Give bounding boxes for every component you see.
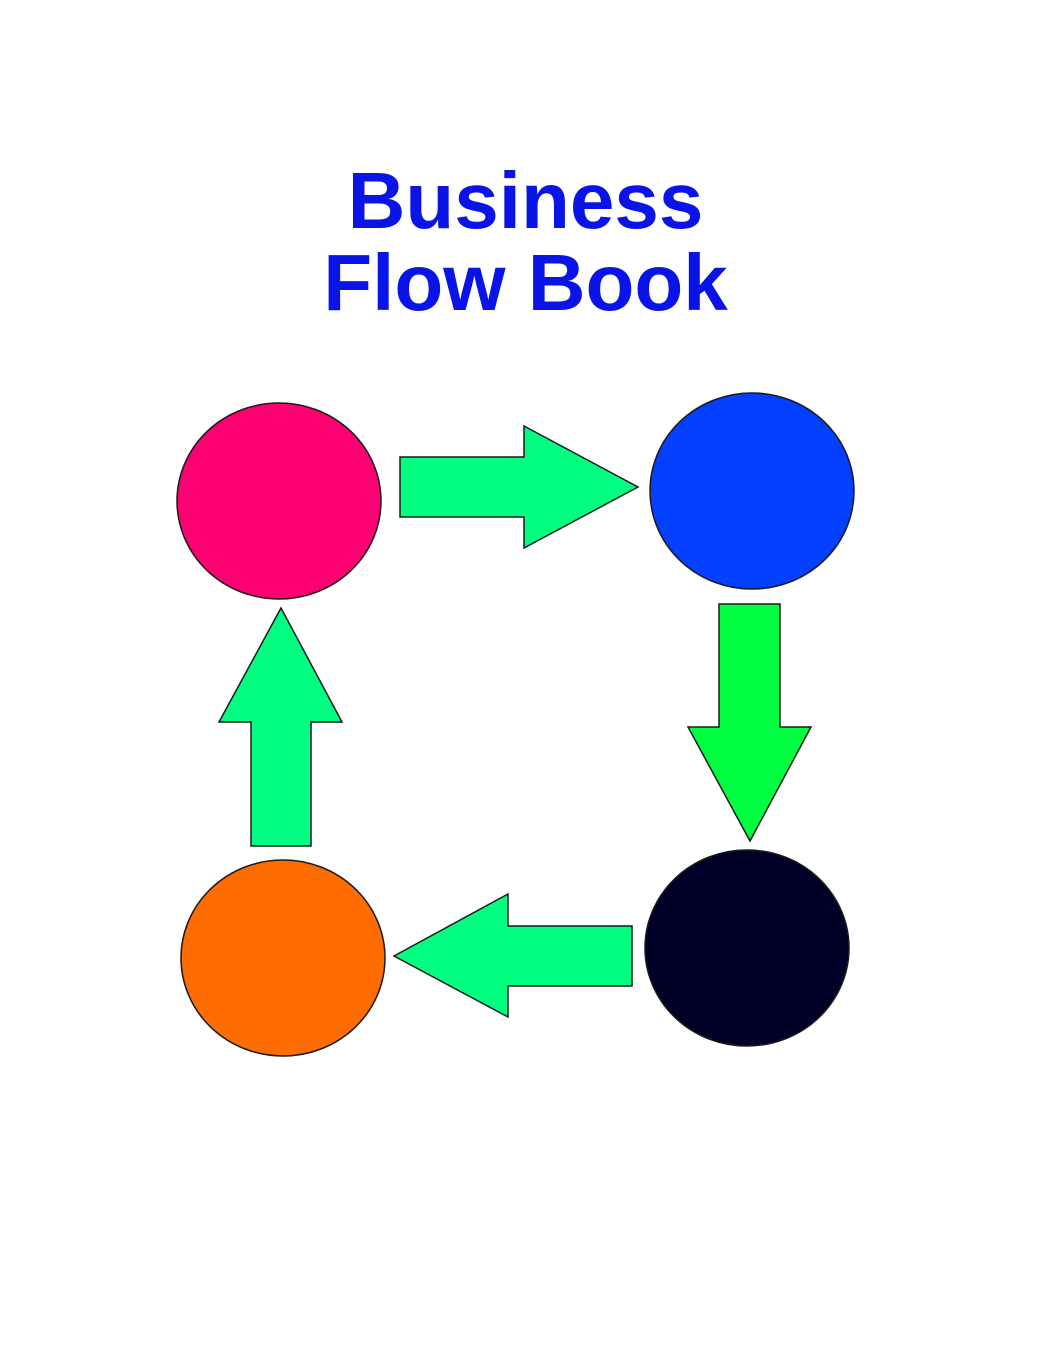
node-top-left bbox=[176, 402, 382, 600]
node-top-right bbox=[649, 392, 855, 590]
arrow-down bbox=[686, 603, 813, 843]
node-bottom-left bbox=[180, 859, 386, 1057]
page-title: Business Flow Book bbox=[0, 160, 1051, 324]
title-line-2: Flow Book bbox=[323, 238, 728, 327]
title-line-1: Business bbox=[347, 156, 704, 245]
arrow-up bbox=[217, 606, 344, 847]
node-bottom-right bbox=[644, 849, 850, 1047]
arrow-right bbox=[399, 424, 640, 550]
arrow-left bbox=[392, 892, 633, 1019]
